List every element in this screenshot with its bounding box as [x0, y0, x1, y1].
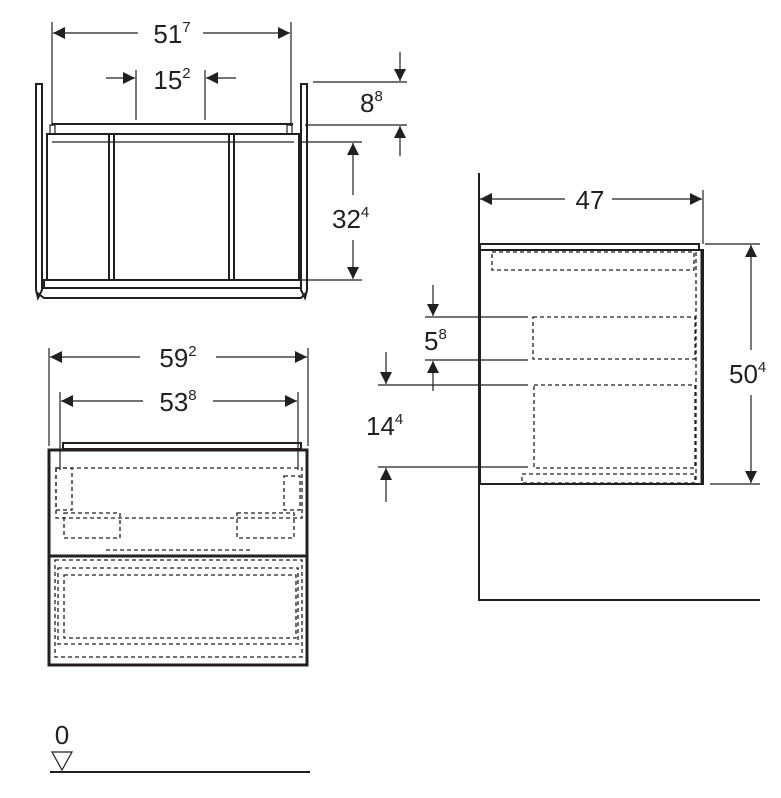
- dimension-width-inner: 152: [106, 65, 236, 120]
- dimension-drawer-height: 144: [366, 352, 528, 502]
- cabinet-top-outline: [35, 83, 308, 301]
- front-view: 592 538: [47, 343, 309, 667]
- dimension-label: 47: [576, 185, 605, 215]
- dimension-top-offset: 88: [305, 52, 407, 156]
- level-triangle-icon: [50, 751, 74, 772]
- floor-level-label: 0: [55, 720, 69, 750]
- dimension-width-outer: 517: [51, 19, 292, 126]
- floor-reference: 0: [50, 720, 310, 773]
- dimension-label: 538: [159, 387, 196, 417]
- cabinet-front-outline: [47, 442, 309, 667]
- dimension-gap: 58: [424, 285, 528, 391]
- dimension-overall-width: 592: [48, 343, 309, 446]
- dimension-label: 324: [332, 204, 369, 234]
- dimension-label: 144: [366, 411, 403, 441]
- dimension-height: 504: [705, 243, 766, 485]
- dimension-label: 592: [159, 343, 196, 373]
- dimension-label: 517: [153, 19, 190, 49]
- top-view: 517 152 88: [35, 19, 407, 301]
- dimension-label: 504: [729, 359, 766, 389]
- dimension-inner-height: 324: [300, 141, 369, 281]
- dimension-label: 152: [153, 65, 190, 95]
- dimension-label: 58: [424, 326, 447, 356]
- dimension-inner-width: 538: [59, 387, 299, 470]
- cabinet-side-outline: [479, 243, 704, 485]
- dimension-depth: 47: [480, 185, 704, 244]
- dimension-label: 88: [360, 88, 383, 118]
- side-view: 47 58 144: [366, 173, 766, 601]
